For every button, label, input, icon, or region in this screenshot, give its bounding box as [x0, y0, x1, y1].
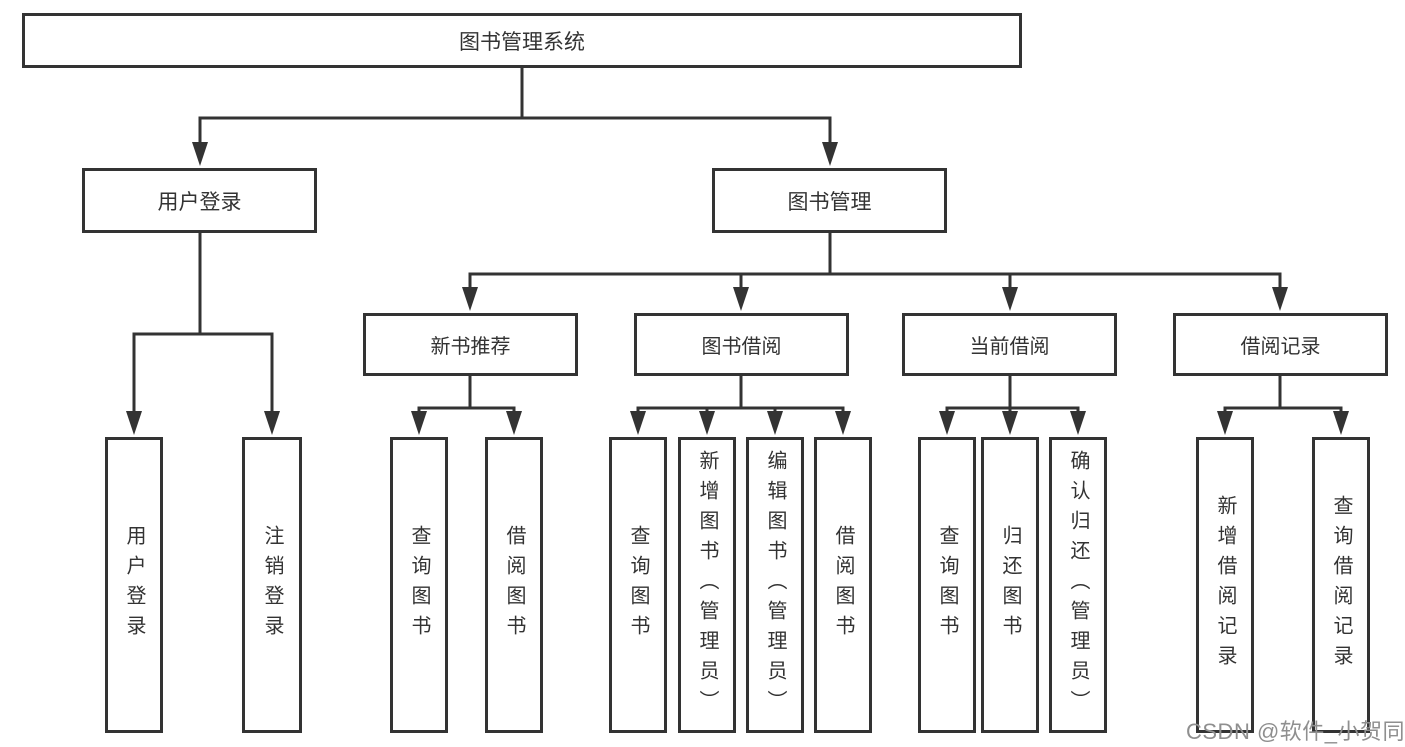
node-root: 图书管理系统 [22, 13, 1022, 68]
leaf-add-books-admin-label: 新增图书（管理员） [696, 450, 718, 720]
leaf-add-books-admin: 新增图书（管理员） [678, 437, 736, 733]
leaf-query-books-borrow-label: 查询图书 [627, 525, 649, 645]
leaf-logout-label: 注销登录 [261, 525, 283, 645]
leaf-borrow-books-recommend-label: 借阅图书 [503, 525, 525, 645]
node-book-management-label: 图书管理 [787, 190, 872, 214]
leaf-borrow-books-label: 借阅图书 [832, 525, 854, 645]
node-book-management: 图书管理 [712, 168, 947, 233]
watermark: CSDN @软件_小贺同学 [1186, 719, 1405, 744]
leaf-edit-books-admin-label: 编辑图书（管理员） [764, 450, 786, 720]
leaf-query-borrow-record-label: 查询借阅记录 [1330, 495, 1352, 675]
leaf-add-borrow-record-label: 新增借阅记录 [1214, 495, 1236, 675]
leaf-borrow-books: 借阅图书 [814, 437, 872, 733]
leaf-query-books-recommend-label: 查询图书 [408, 525, 430, 645]
node-new-book-recommend: 新书推荐 [363, 313, 578, 376]
leaf-return-books: 归还图书 [981, 437, 1039, 733]
leaf-add-borrow-record: 新增借阅记录 [1196, 437, 1254, 733]
leaf-return-books-label: 归还图书 [999, 525, 1021, 645]
leaf-query-books-current: 查询图书 [918, 437, 976, 733]
node-current-borrow: 当前借阅 [902, 313, 1117, 376]
node-root-label: 图书管理系统 [459, 30, 585, 54]
leaf-user-login: 用户登录 [105, 437, 163, 733]
node-book-borrow-label: 图书借阅 [701, 336, 782, 358]
leaf-user-login-label: 用户登录 [123, 525, 145, 645]
node-borrow-records-label: 借阅记录 [1240, 336, 1321, 358]
node-user-login-label: 用户登录 [157, 190, 242, 214]
node-borrow-records: 借阅记录 [1173, 313, 1388, 376]
node-user-login: 用户登录 [82, 168, 317, 233]
node-current-borrow-label: 当前借阅 [969, 336, 1050, 358]
leaf-borrow-books-recommend: 借阅图书 [485, 437, 543, 733]
leaf-confirm-return-admin-label: 确认归还（管理员） [1067, 450, 1089, 720]
leaf-query-books-current-label: 查询图书 [936, 525, 958, 645]
leaf-edit-books-admin: 编辑图书（管理员） [746, 437, 804, 733]
node-book-borrow: 图书借阅 [634, 313, 849, 376]
node-new-book-recommend-label: 新书推荐 [430, 336, 511, 358]
leaf-query-books-borrow: 查询图书 [609, 437, 667, 733]
leaf-query-borrow-record: 查询借阅记录 [1312, 437, 1370, 733]
leaf-query-books-recommend: 查询图书 [390, 437, 448, 733]
leaf-confirm-return-admin: 确认归还（管理员） [1049, 437, 1107, 733]
leaf-logout: 注销登录 [242, 437, 302, 733]
